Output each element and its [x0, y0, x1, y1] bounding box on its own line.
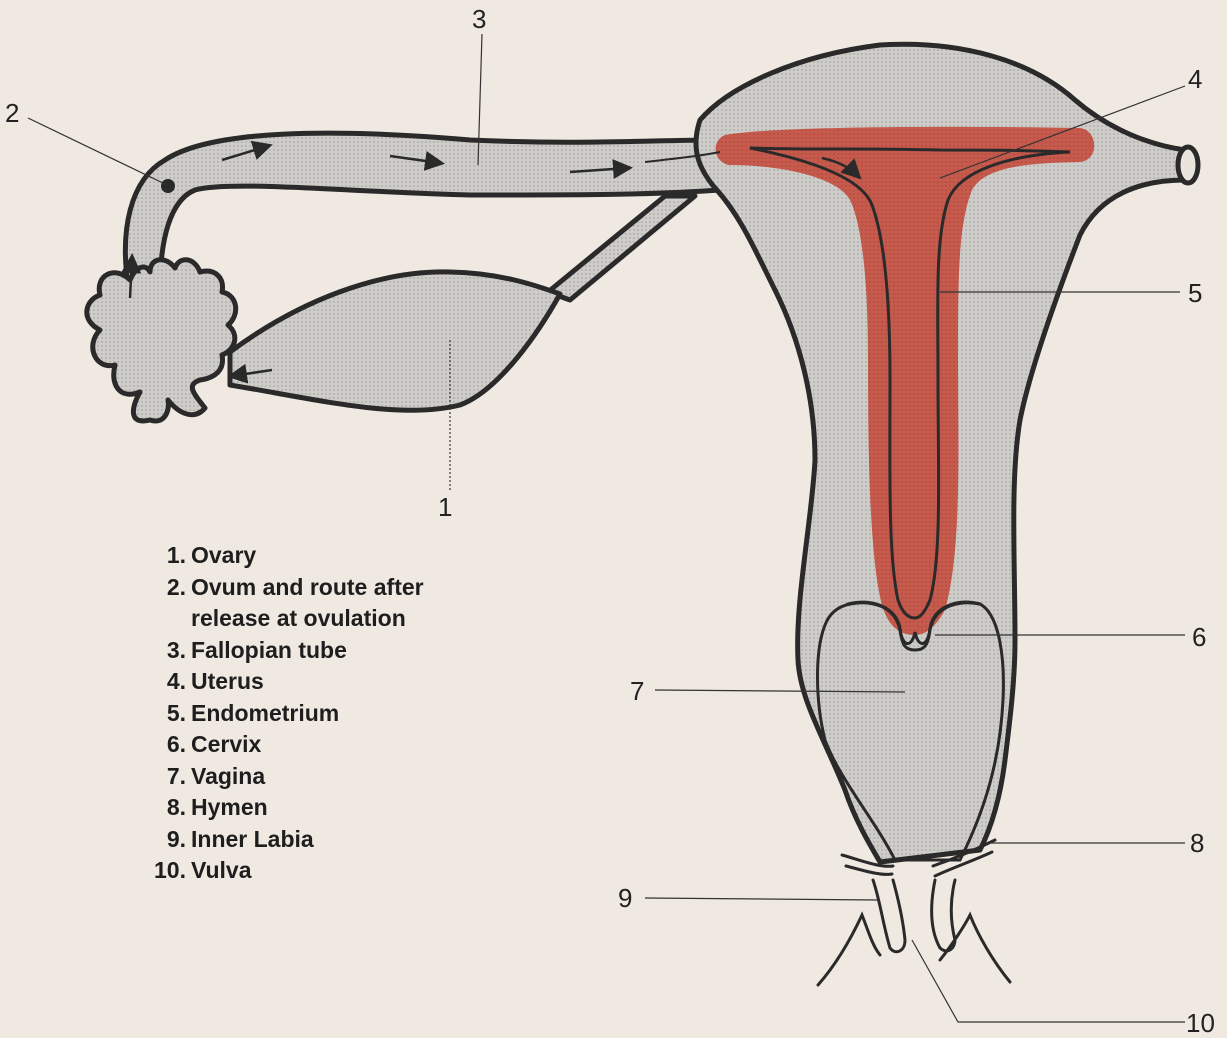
- legend-text: Ovary: [191, 540, 500, 572]
- legend-item: 4.Uterus: [140, 666, 500, 698]
- label-1: 1: [438, 492, 452, 522]
- legend-num: 3.: [140, 635, 191, 667]
- legend-item: 10.Vulva: [140, 855, 500, 887]
- ovum-dot: [161, 179, 175, 193]
- label-5: 5: [1188, 278, 1202, 308]
- label-4: 4: [1188, 64, 1202, 94]
- legend-text: Ovum and route after release at ovulatio…: [191, 572, 500, 635]
- tube-opening: [1178, 147, 1198, 183]
- label-8: 8: [1190, 828, 1204, 858]
- legend-num: 10.: [140, 855, 191, 887]
- legend-item: 2.Ovum and route after release at ovulat…: [140, 572, 500, 635]
- legend-item: 3.Fallopian tube: [140, 635, 500, 667]
- legend-item: 7.Vagina: [140, 761, 500, 793]
- legend-item: 9.Inner Labia: [140, 824, 500, 856]
- legend-num: 8.: [140, 792, 191, 824]
- legend-item: 8.Hymen: [140, 792, 500, 824]
- leader-line-9: [645, 898, 878, 900]
- ovary-shape: [230, 272, 560, 410]
- legend-item: 6.Cervix: [140, 729, 500, 761]
- legend-text: Inner Labia: [191, 824, 500, 856]
- legend-num: 6.: [140, 729, 191, 761]
- legend-num: 4.: [140, 666, 191, 698]
- legend: 1.Ovary 2.Ovum and route after release a…: [140, 540, 500, 887]
- legend-text: Fallopian tube: [191, 635, 500, 667]
- legend-text: Vulva: [191, 855, 500, 887]
- legend-text: Uterus: [191, 666, 500, 698]
- fallopian-tube-shape: [125, 133, 720, 290]
- legend-item: 1.Ovary: [140, 540, 500, 572]
- legend-num: 5.: [140, 698, 191, 730]
- vulva-right: [940, 915, 1010, 982]
- leader-line-2: [28, 118, 165, 184]
- ovarian-ligament: [548, 196, 695, 300]
- inner-labia-left: [873, 880, 905, 952]
- legend-num: 7.: [140, 761, 191, 793]
- label-6: 6: [1192, 622, 1206, 652]
- legend-text: Cervix: [191, 729, 500, 761]
- label-7: 7: [630, 676, 644, 706]
- legend-num: 1.: [140, 540, 191, 572]
- label-9: 9: [618, 883, 632, 913]
- legend-text: Hymen: [191, 792, 500, 824]
- label-10: 10: [1186, 1008, 1215, 1038]
- legend-item: 5.Endometrium: [140, 698, 500, 730]
- label-3: 3: [472, 4, 486, 34]
- vulva-left: [818, 915, 880, 985]
- inner-labia-right: [932, 880, 955, 951]
- label-2: 2: [5, 98, 19, 128]
- fimbriae-shape: [87, 260, 236, 421]
- leader-line-10: [912, 940, 1185, 1022]
- legend-num: 9.: [140, 824, 191, 856]
- legend-text: Endometrium: [191, 698, 500, 730]
- legend-num: 2.: [140, 572, 191, 635]
- legend-text: Vagina: [191, 761, 500, 793]
